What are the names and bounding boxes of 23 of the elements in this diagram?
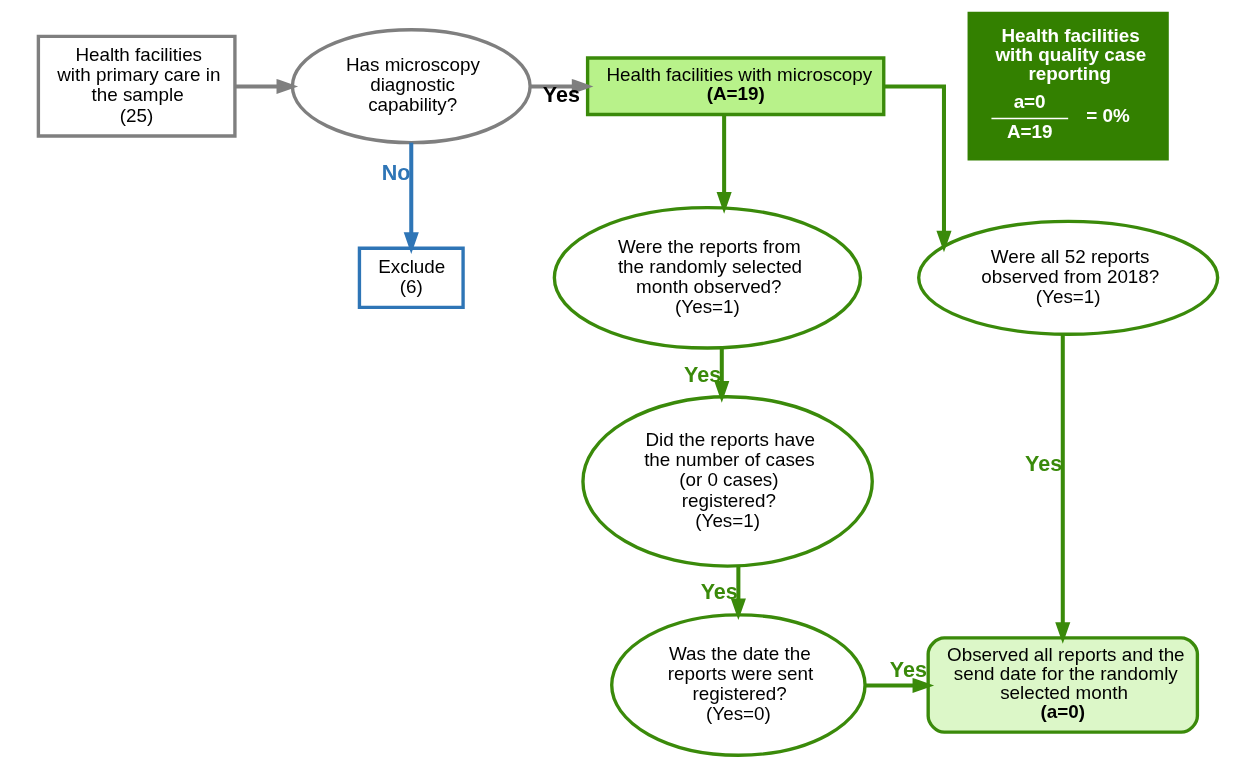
node-ellipse: Were the reports from the randomly selected month observed? (Yes=1) — [552, 205, 862, 350]
arrow — [883, 84, 952, 253]
arrow — [403, 142, 419, 254]
arrow — [864, 677, 934, 694]
edge-label: Yes — [1024, 451, 1062, 476]
edge-label: Yes — [683, 362, 721, 387]
node-ellipse: Has microscopy diagnostic capability? — [290, 28, 532, 145]
edge-label: Yes — [542, 83, 580, 108]
node-box: Health facilities with microscopy (A=19) — [585, 56, 885, 117]
node-box: Observed all reports and the send date for the randomly selected month (a=0) — [926, 636, 1199, 734]
arrow — [713, 348, 729, 403]
node-box: Exclude (6) — [357, 246, 465, 310]
arrow — [1054, 334, 1070, 644]
arrow — [730, 566, 746, 621]
arrow — [530, 78, 593, 94]
node-ellipse: Did the reports have the number of cases (or 0 cases) registered? (Yes=1) — [580, 395, 874, 568]
arrow — [716, 114, 732, 214]
arrow — [234, 78, 298, 94]
edge-label: Yes — [889, 658, 927, 683]
node-ellipse: Was the date the reports were sent registered? (Yes=0) — [609, 613, 867, 757]
node-ellipse: Were all 52 reports observed from 2018? (Yes=1) — [916, 219, 1219, 336]
node-box: Health facilities with primary care in the sample (25) — [36, 34, 237, 138]
node-box: Health facilities with quality case reporting a=0 = 0% A=19 — [967, 11, 1169, 161]
